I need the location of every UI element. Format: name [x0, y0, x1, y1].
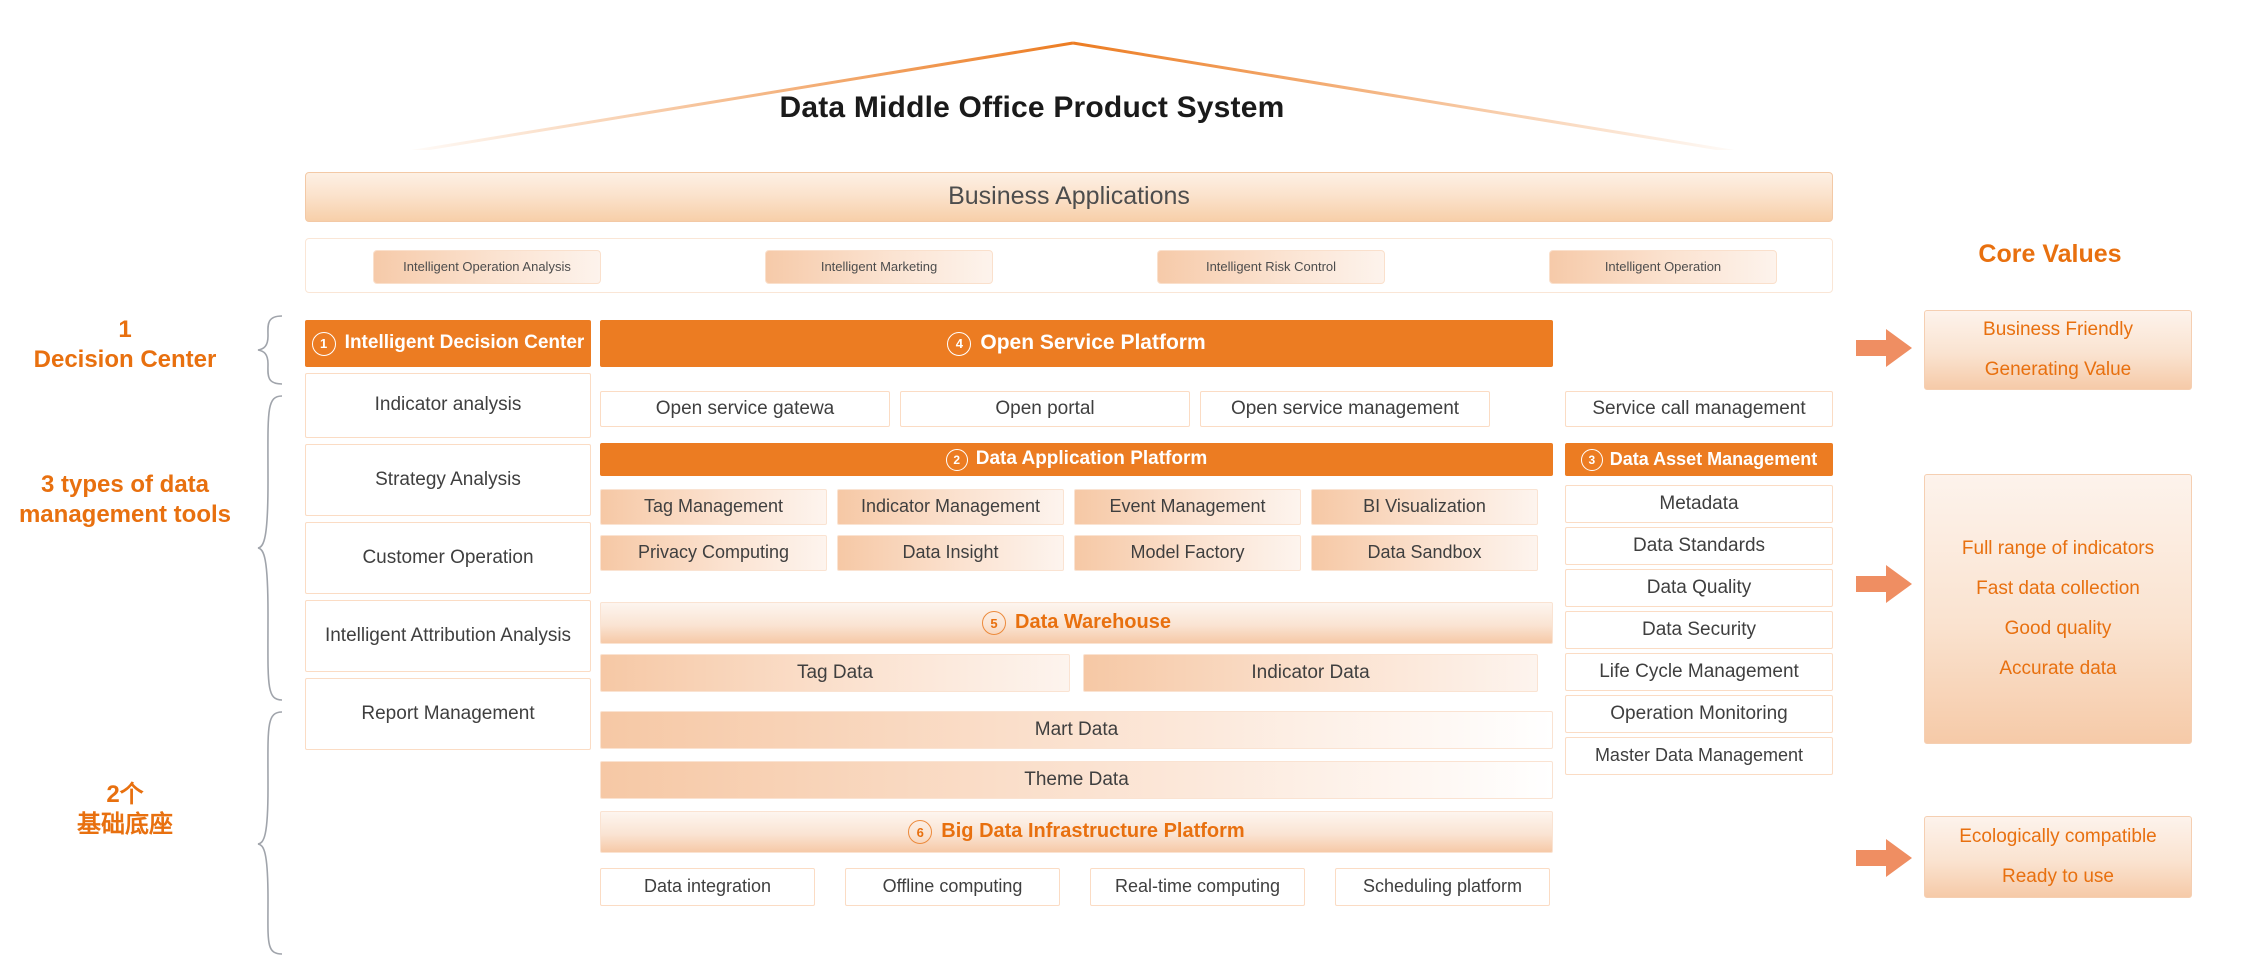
- dam-item-master-data-management[interactable]: Master Data Management: [1565, 737, 1833, 775]
- business-chip-intelligent-marketing[interactable]: Intelligent Marketing: [765, 250, 993, 284]
- side-label-1-line2: Decision Center: [33, 346, 217, 373]
- group-braces: [257, 315, 283, 955]
- data-warehouse-header-label: Data Warehouse: [1015, 611, 1171, 634]
- core-value-2-line-4: Accurate data: [1999, 657, 2117, 679]
- data-asset-management-header[interactable]: 3 Data Asset Management: [1565, 443, 1833, 476]
- business-chip-intelligent-operation-analysis[interactable]: Intelligent Operation Analysis: [373, 250, 601, 284]
- dam-item-data-security[interactable]: Data Security: [1565, 611, 1833, 649]
- dam-item-data-standards[interactable]: Data Standards: [1565, 527, 1833, 565]
- core-value-2-line-2: Fast data collection: [1976, 578, 2140, 600]
- core-value-3-line-1: Ecologically compatible: [1959, 826, 2157, 848]
- number-badge-3: 3: [1580, 448, 1603, 471]
- data-warehouse-header[interactable]: 5 Data Warehouse: [600, 602, 1553, 644]
- dap-item-tag-management[interactable]: Tag Management: [600, 489, 827, 525]
- dap-item-model-factory[interactable]: Model Factory: [1074, 535, 1301, 571]
- core-values-title: Core Values: [1978, 240, 2122, 268]
- dap-item-data-insight[interactable]: Data Insight: [837, 535, 1064, 571]
- side-label-data-management-tools: 3 types of data management tools: [0, 470, 250, 530]
- data-warehouse-item-tag-data[interactable]: Tag Data: [600, 654, 1070, 692]
- decision-center-item-report-management[interactable]: Report Management: [305, 678, 591, 750]
- core-value-2-line-1: Full range of indicators: [1961, 538, 2155, 560]
- business-chip-intelligent-risk-control[interactable]: Intelligent Risk Control: [1157, 250, 1385, 284]
- big-data-platform-header[interactable]: 6 Big Data Infrastructure Platform: [600, 811, 1553, 853]
- osp-item-open-portal[interactable]: Open portal: [900, 391, 1190, 427]
- dam-item-operation-monitoring[interactable]: Operation Monitoring: [1565, 695, 1833, 733]
- decision-center-item-customer-operation[interactable]: Customer Operation: [305, 522, 591, 594]
- dam-item-metadata[interactable]: Metadata: [1565, 485, 1833, 523]
- side-label-1-line1: 1: [118, 316, 132, 343]
- side-label-3-line1: 2个: [106, 781, 144, 808]
- arrow-right-icon-3: [1856, 839, 1912, 877]
- number-badge-5: 5: [982, 611, 1007, 635]
- side-label-decision-center: 1 Decision Center: [0, 315, 250, 375]
- bdip-item-scheduling-platform[interactable]: Scheduling platform: [1335, 868, 1550, 906]
- number-badge-4: 4: [947, 331, 972, 356]
- side-label-2-line1: 3 types of data: [40, 471, 210, 498]
- core-value-box-1: Business Friendly Generating Value: [1924, 310, 2192, 390]
- data-asset-management-header-label: Data Asset Management: [1609, 448, 1818, 469]
- big-data-platform-header-label: Big Data Infrastructure Platform: [941, 820, 1245, 843]
- side-label-3-line2: 基础底座: [77, 811, 173, 838]
- dap-item-indicator-management[interactable]: Indicator Management: [837, 489, 1064, 525]
- business-applications-band: Business Applications: [305, 172, 1833, 222]
- data-layer-theme-data[interactable]: Theme Data: [600, 761, 1553, 799]
- dap-item-event-management[interactable]: Event Management: [1074, 489, 1301, 525]
- data-warehouse-item-indicator-data[interactable]: Indicator Data: [1083, 654, 1538, 692]
- decision-center-header[interactable]: 1 Intelligent Decision Center: [305, 320, 591, 367]
- number-badge-6: 6: [908, 820, 933, 844]
- osp-item-open-service-gateway[interactable]: Open service gatewa: [600, 391, 890, 427]
- core-value-box-3: Ecologically compatible Ready to use: [1924, 816, 2192, 898]
- core-value-1-line-1: Business Friendly: [1983, 319, 2133, 341]
- decision-center-item-intelligent-attribution-analysis[interactable]: Intelligent Attribution Analysis: [305, 600, 591, 672]
- bdip-item-data-integration[interactable]: Data integration: [600, 868, 815, 906]
- number-badge-2: 2: [945, 448, 968, 471]
- dap-item-bi-visualization[interactable]: BI Visualization: [1311, 489, 1538, 525]
- dap-item-privacy-computing[interactable]: Privacy Computing: [600, 535, 827, 571]
- page-title: Data Middle Office Product System: [779, 91, 1285, 125]
- dap-item-data-sandbox[interactable]: Data Sandbox: [1311, 535, 1538, 571]
- core-value-box-2: Full range of indicators Fast data colle…: [1924, 474, 2192, 744]
- arrow-right-icon-1: [1856, 329, 1912, 367]
- decision-center-header-label: Intelligent Decision Center: [344, 332, 585, 354]
- open-service-platform-header-label: Open Service Platform: [980, 331, 1206, 355]
- osp-item-service-call-management[interactable]: Service call management: [1565, 391, 1833, 427]
- dam-item-life-cycle-management[interactable]: Life Cycle Management: [1565, 653, 1833, 691]
- business-chip-intelligent-operation[interactable]: Intelligent Operation: [1549, 250, 1777, 284]
- core-value-2-line-3: Good quality: [2004, 618, 2112, 639]
- bdip-item-real-time-computing[interactable]: Real-time computing: [1090, 868, 1305, 906]
- open-service-platform-header[interactable]: 4 Open Service Platform: [600, 320, 1553, 367]
- dam-item-data-quality[interactable]: Data Quality: [1565, 569, 1833, 607]
- osp-item-open-service-management[interactable]: Open service management: [1200, 391, 1490, 427]
- decision-center-item-indicator-analysis[interactable]: Indicator analysis: [305, 373, 591, 438]
- arrow-right-icon-2: [1856, 565, 1912, 603]
- core-value-1-line-2: Generating Value: [1984, 359, 2132, 380]
- core-value-3-line-2: Ready to use: [2002, 866, 2114, 887]
- side-label-2-line2: management tools: [18, 501, 232, 528]
- bdip-item-offline-computing[interactable]: Offline computing: [845, 868, 1060, 906]
- number-badge-1: 1: [311, 331, 336, 356]
- data-application-platform-header[interactable]: 2 Data Application Platform: [600, 443, 1553, 476]
- data-layer-mart-data[interactable]: Mart Data: [600, 711, 1553, 749]
- decision-center-item-strategy-analysis[interactable]: Strategy Analysis: [305, 444, 591, 516]
- side-label-foundation: 2个 基础底座: [0, 780, 250, 840]
- data-application-platform-header-label: Data Application Platform: [975, 448, 1208, 470]
